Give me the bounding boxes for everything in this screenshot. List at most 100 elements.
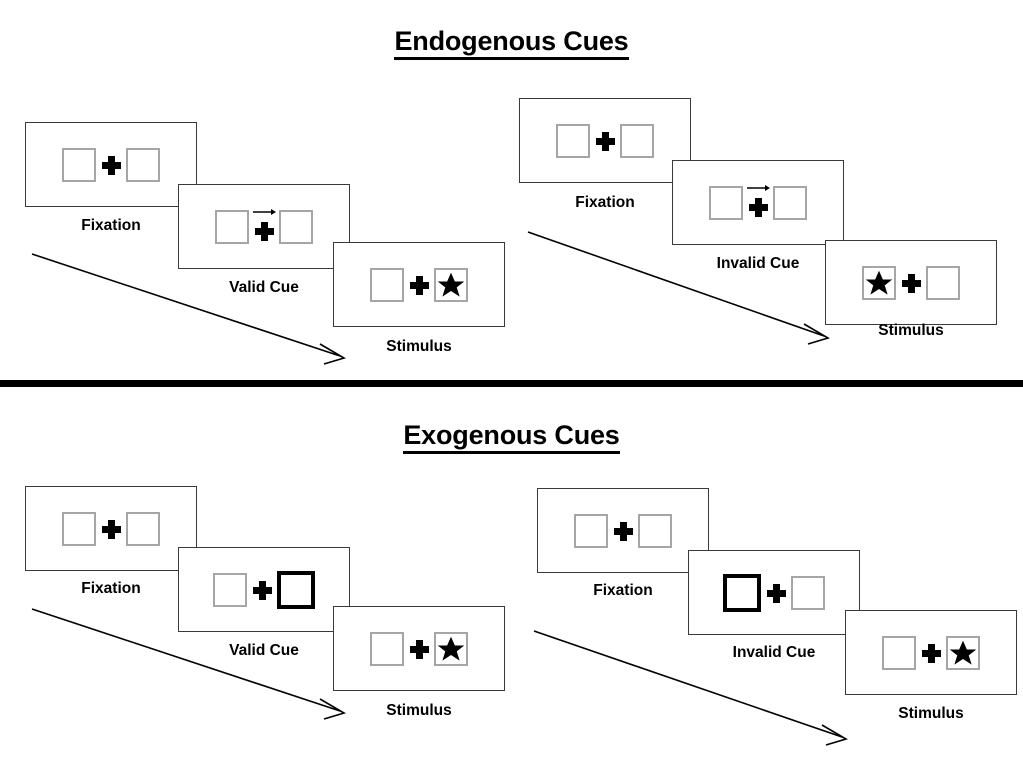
right-placeholder-box-icon [126, 147, 160, 182]
left-placeholder-box-icon [62, 511, 96, 546]
fixation-center [247, 570, 277, 610]
frame-endogenous-valid-fixation[interactable] [25, 122, 197, 207]
exogenous-title-text: Exogenous Cues [403, 420, 620, 454]
plus-cross-icon [922, 643, 941, 663]
fixation-center [590, 121, 620, 161]
left-placeholder-box-icon [556, 123, 590, 158]
fixation-center [608, 511, 638, 551]
left-placeholder-box-icon [370, 267, 404, 302]
plus-cross-icon [410, 275, 429, 295]
fixation-center [761, 573, 791, 613]
frame-endogenous-invalid-fixation[interactable] [519, 98, 691, 183]
left-placeholder-box-icon [882, 635, 916, 670]
endogenous-title-text: Endogenous Cues [394, 26, 629, 60]
frame-endogenous-invalid-cue[interactable] [672, 160, 844, 245]
fixation-center [404, 265, 434, 305]
frame-content [179, 185, 349, 268]
black-star-icon [437, 636, 465, 661]
caption-endogenous-invalid-stimulus: Stimulus [878, 322, 944, 339]
frame-content [179, 548, 349, 631]
frame-exogenous-valid-fixation[interactable] [25, 486, 197, 571]
time-arrow-exogenous-invalid [533, 630, 848, 746]
frame-content [520, 99, 690, 182]
caption-exogenous-valid-cue: Valid Cue [229, 642, 299, 659]
right-placeholder-box-icon [773, 185, 807, 220]
plus-cross-icon [614, 521, 633, 541]
frame-exogenous-valid-cue[interactable] [178, 547, 350, 632]
black-star-icon [949, 640, 977, 665]
left-placeholder-box-icon [62, 147, 96, 182]
frame-content [538, 489, 708, 572]
fixation-center [743, 183, 773, 223]
time-arrow-exogenous-valid [31, 608, 346, 720]
time-arrow-endogenous-invalid [527, 231, 830, 345]
section-exogenous: Exogenous Cues Fixation Valid Cue [0, 387, 1023, 767]
fixation-center [96, 145, 126, 185]
left-placeholder-box-icon [213, 572, 247, 607]
plus-cross-icon [102, 155, 121, 175]
fixation-center [896, 263, 926, 303]
caption-endogenous-invalid-cue: Invalid Cue [716, 255, 800, 272]
right-target-box [434, 631, 468, 666]
black-star-icon [865, 270, 893, 295]
right-arrow-cue-icon [253, 208, 276, 215]
black-star-icon [437, 272, 465, 297]
right-arrow-cue-icon [747, 184, 770, 191]
section-divider [0, 380, 1023, 387]
caption-endogenous-invalid-fixation: Fixation [575, 194, 635, 211]
section-endogenous: Endogenous Cues Fixation [0, 0, 1023, 381]
frame-content [334, 243, 504, 326]
plus-cross-icon [749, 197, 768, 217]
right-target-box [946, 635, 980, 670]
caption-exogenous-invalid-fixation: Fixation [593, 582, 653, 599]
plus-cross-icon [596, 131, 615, 151]
plus-cross-icon [767, 583, 786, 603]
caption-exogenous-invalid-stimulus: Stimulus [898, 705, 964, 722]
frame-content [826, 241, 996, 324]
plus-cross-icon [255, 221, 274, 241]
frame-exogenous-invalid-fixation[interactable] [537, 488, 709, 573]
frame-endogenous-invalid-stimulus[interactable] [825, 240, 997, 325]
left-placeholder-box-icon [370, 631, 404, 666]
plus-cross-icon [102, 519, 121, 539]
fixation-center [249, 207, 279, 247]
frame-content [334, 607, 504, 690]
caption-endogenous-valid-cue: Valid Cue [229, 279, 299, 296]
caption-exogenous-valid-stimulus: Stimulus [386, 702, 452, 719]
frame-exogenous-invalid-cue[interactable] [688, 550, 860, 635]
left-placeholder-box-icon [709, 185, 743, 220]
right-placeholder-box-icon [620, 123, 654, 158]
fixation-center [916, 633, 946, 673]
caption-endogenous-valid-stimulus: Stimulus [386, 338, 452, 355]
right-cue-box-icon [277, 570, 315, 609]
plus-cross-icon [902, 273, 921, 293]
left-placeholder-box-icon [574, 513, 608, 548]
frame-exogenous-valid-stimulus[interactable] [333, 606, 505, 691]
right-target-box [434, 267, 468, 302]
caption-endogenous-valid-fixation: Fixation [81, 217, 141, 234]
plus-cross-icon [253, 580, 272, 600]
frame-content [673, 161, 843, 244]
frame-endogenous-valid-stimulus[interactable] [333, 242, 505, 327]
left-placeholder-box-icon [215, 209, 249, 244]
fixation-center [404, 629, 434, 669]
plus-cross-icon [410, 639, 429, 659]
frame-content [26, 123, 196, 206]
frame-content [26, 487, 196, 570]
caption-exogenous-invalid-cue: Invalid Cue [732, 644, 816, 661]
right-placeholder-box-icon [638, 513, 672, 548]
right-placeholder-box-icon [279, 209, 313, 244]
left-target-box [862, 265, 896, 300]
exogenous-title: Exogenous Cues [0, 420, 1023, 454]
right-placeholder-box-icon [926, 265, 960, 300]
fixation-center [96, 509, 126, 549]
time-arrow-endogenous-valid [31, 253, 346, 365]
left-cue-box-icon [723, 573, 761, 612]
frame-content [846, 611, 1016, 694]
right-placeholder-box-icon [126, 511, 160, 546]
frame-content [689, 551, 859, 634]
frame-endogenous-valid-cue[interactable] [178, 184, 350, 269]
frame-exogenous-invalid-stimulus[interactable] [845, 610, 1017, 695]
caption-exogenous-valid-fixation: Fixation [81, 580, 141, 597]
right-placeholder-box-icon [791, 575, 825, 610]
